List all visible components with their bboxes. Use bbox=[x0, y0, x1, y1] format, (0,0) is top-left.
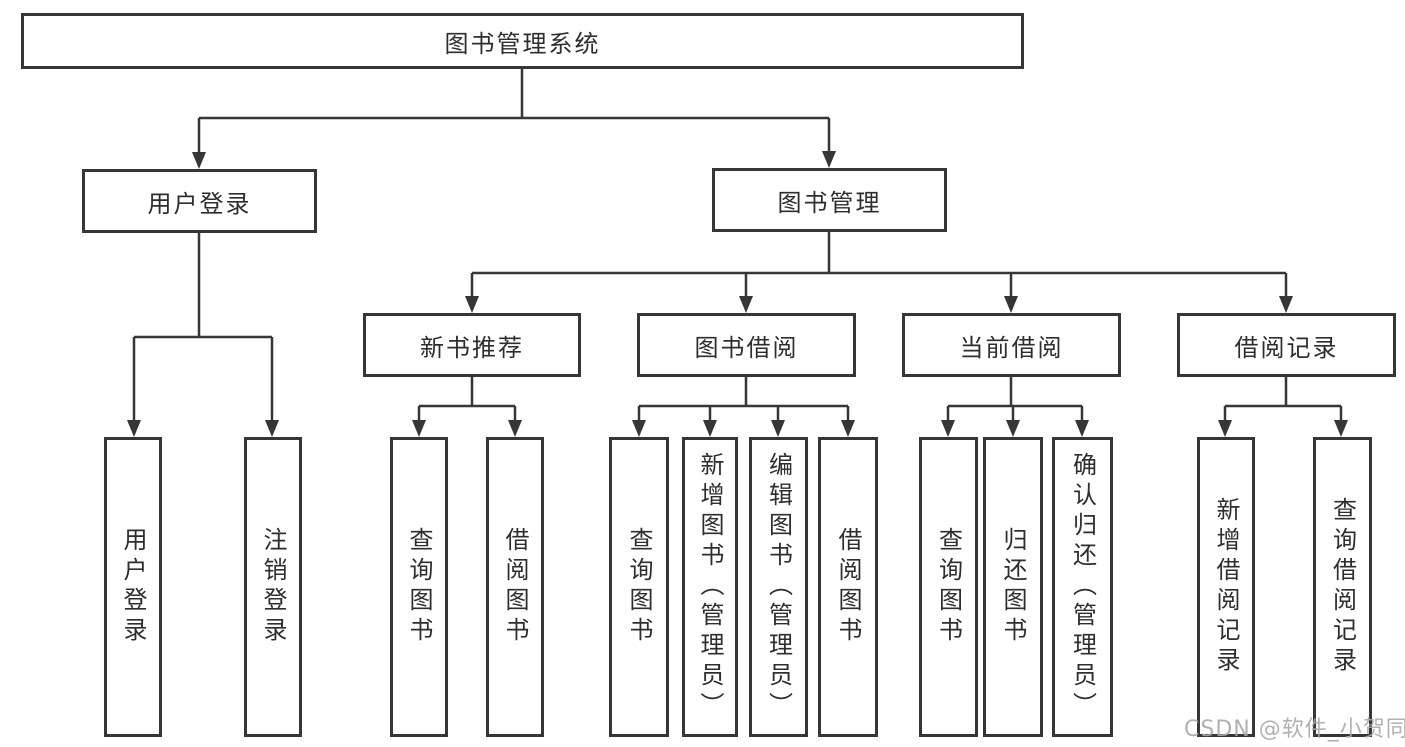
node-current-borrowing: 当前借阅 bbox=[902, 313, 1121, 377]
arrow-down-icon bbox=[412, 420, 522, 437]
leaf-user-login: 用户登录 bbox=[104, 437, 162, 737]
leaf-query-books-borrowing: 查询图书 bbox=[609, 437, 669, 737]
leaf-return-books: 归还图书 bbox=[983, 437, 1043, 737]
leaf-query-books-current: 查询图书 bbox=[919, 437, 978, 737]
leaf-edit-book-admin: 编辑图书（管理员） bbox=[749, 437, 808, 737]
node-user-login: 用户登录 bbox=[82, 169, 317, 233]
leaf-borrow-books-borrowing: 借阅图书 bbox=[818, 437, 878, 737]
node-book-management: 图书管理 bbox=[712, 168, 947, 232]
leaf-confirm-return-admin: 确认归还（管理员） bbox=[1052, 437, 1113, 737]
leaf-add-book-admin: 新增图书（管理员） bbox=[682, 437, 738, 737]
arrow-down-icon bbox=[465, 296, 1293, 313]
leaf-query-borrow-record: 查询借阅记录 bbox=[1313, 437, 1372, 737]
arrow-down-icon bbox=[127, 420, 279, 437]
arrow-down-icon bbox=[1218, 420, 1348, 437]
leaf-add-borrow-record: 新增借阅记录 bbox=[1197, 437, 1255, 737]
node-library-management-system: 图书管理系统 bbox=[21, 13, 1024, 69]
node-book-borrowing: 图书借阅 bbox=[637, 313, 856, 377]
csdn-watermark: CSDN @软件_小贺同学 bbox=[1184, 717, 1405, 742]
arrow-down-icon bbox=[632, 420, 855, 437]
leaf-borrow-books-recommend: 借阅图书 bbox=[486, 437, 544, 737]
leaf-logout: 注销登录 bbox=[244, 437, 302, 737]
arrow-down-icon bbox=[192, 151, 836, 169]
node-borrowing-records: 借阅记录 bbox=[1177, 313, 1396, 377]
node-new-book-recommend: 新书推荐 bbox=[363, 313, 581, 377]
arrow-down-icon bbox=[941, 420, 1089, 437]
leaf-query-books-recommend: 查询图书 bbox=[390, 437, 448, 737]
